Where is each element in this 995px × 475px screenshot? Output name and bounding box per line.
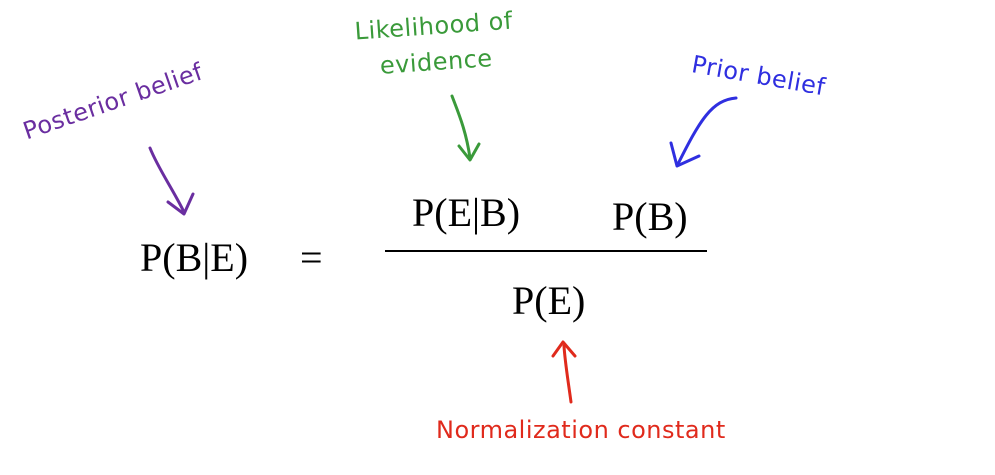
normalization-constant-label: Normalization constant (436, 416, 726, 444)
prior-arrow-icon (669, 96, 738, 168)
numerator-likelihood: P(E|B) (412, 190, 521, 235)
normalization-arrow-icon (551, 340, 577, 404)
numerator-prior: P(B) (612, 194, 688, 239)
denominator-evidence: P(E) (512, 278, 586, 323)
fraction-bar (385, 250, 707, 252)
likelihood-arrow-icon (450, 94, 481, 162)
lhs-posterior: P(B|E) (140, 235, 249, 280)
equals-sign: = (300, 235, 323, 280)
posterior-arrow-icon (148, 146, 195, 216)
